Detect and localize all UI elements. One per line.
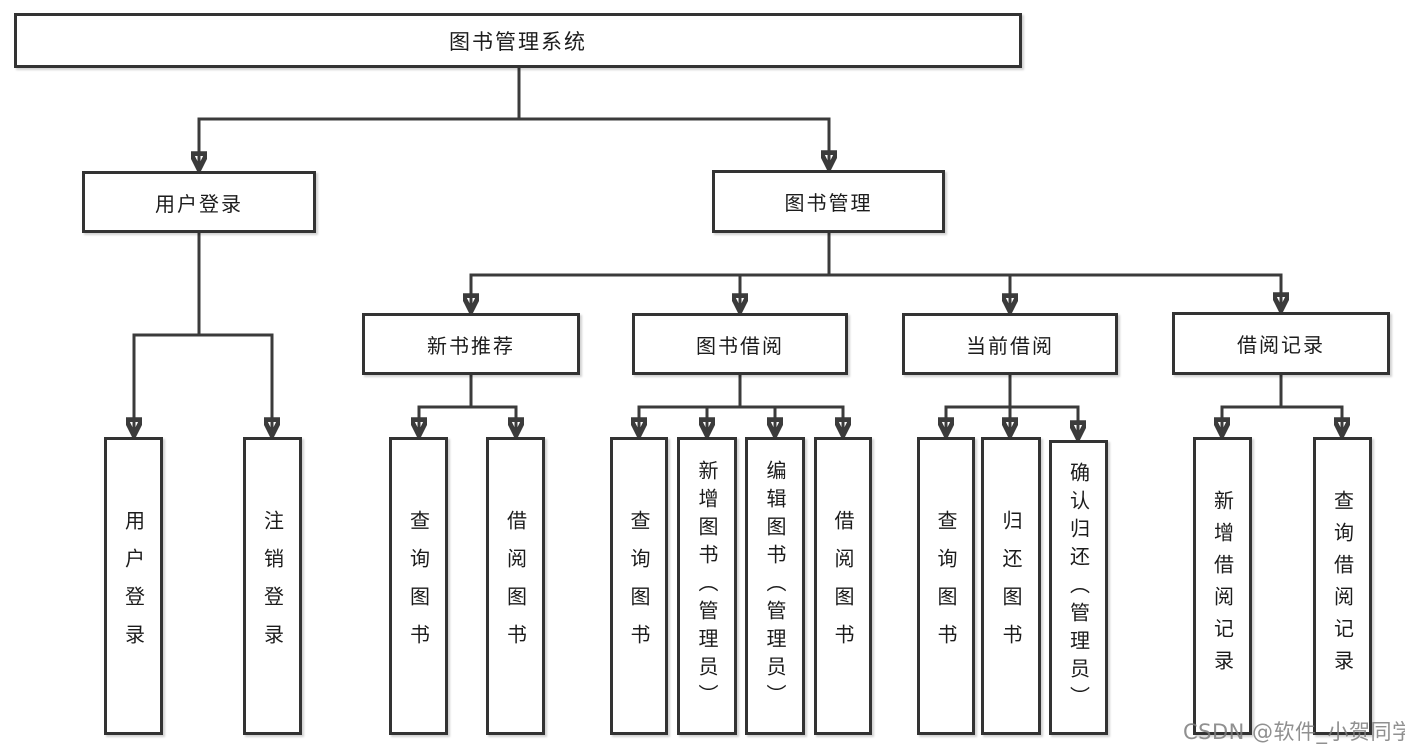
leaf-return-books: 归还图书 xyxy=(981,437,1041,735)
node-label: 新增图书（管理员） xyxy=(695,460,719,712)
node-book-management: 图书管理 xyxy=(712,170,945,233)
node-label: 查询借阅记录 xyxy=(1330,490,1355,682)
node-book-borrowing: 图书借阅 xyxy=(632,313,848,375)
node-label: 借阅图书 xyxy=(503,510,528,662)
leaf-logout-login: 注销登录 xyxy=(243,437,302,735)
leaf-confirm-return-admin: 确认归还（管理员） xyxy=(1049,440,1108,735)
node-current-borrowing: 当前借阅 xyxy=(902,313,1118,375)
node-label: 归还图书 xyxy=(999,510,1023,662)
node-label: 注销登录 xyxy=(260,510,285,662)
csdn-watermark: CSDN @软件_小贺同学 xyxy=(1183,720,1405,744)
node-label: 查询图书 xyxy=(406,510,431,662)
node-book-management-system: 图书管理系统 xyxy=(14,13,1022,68)
leaf-borrow-books-recommendation: 借阅图书 xyxy=(486,437,545,735)
leaf-query-borrowing-record: 查询借阅记录 xyxy=(1313,437,1372,735)
node-label: 用户登录 xyxy=(155,191,243,216)
node-label: 用户登录 xyxy=(121,510,146,662)
node-label: 借阅图书 xyxy=(831,510,855,662)
leaf-edit-books-admin: 编辑图书（管理员） xyxy=(745,437,805,735)
node-label: 编辑图书（管理员） xyxy=(763,460,787,712)
node-label: 新书推荐 xyxy=(427,333,515,358)
node-label: 查询图书 xyxy=(934,510,958,662)
leaf-query-books-borrowing: 查询图书 xyxy=(610,437,668,735)
node-label: 确认归还（管理员） xyxy=(1066,461,1091,714)
node-label: 借阅记录 xyxy=(1237,333,1325,357)
node-label: 新增借阅记录 xyxy=(1210,490,1235,682)
node-label: 图书管理系统 xyxy=(449,29,587,54)
node-label: 图书管理 xyxy=(784,191,873,215)
leaf-borrow-books-borrowing: 借阅图书 xyxy=(814,437,872,735)
leaf-add-books-admin: 新增图书（管理员） xyxy=(677,437,737,735)
leaf-add-borrowing-record: 新增借阅记录 xyxy=(1193,437,1252,735)
node-borrowing-records: 借阅记录 xyxy=(1172,312,1390,375)
leaf-user-login: 用户登录 xyxy=(104,437,163,735)
leaf-query-books-current: 查询图书 xyxy=(917,437,975,735)
leaf-query-books-recommendation: 查询图书 xyxy=(389,437,448,735)
node-new-book-recommendation: 新书推荐 xyxy=(362,313,580,375)
node-user-login: 用户登录 xyxy=(82,171,316,233)
node-label: 查询图书 xyxy=(627,510,651,662)
node-label: 当前借阅 xyxy=(966,333,1054,358)
node-label: 图书借阅 xyxy=(696,333,784,358)
